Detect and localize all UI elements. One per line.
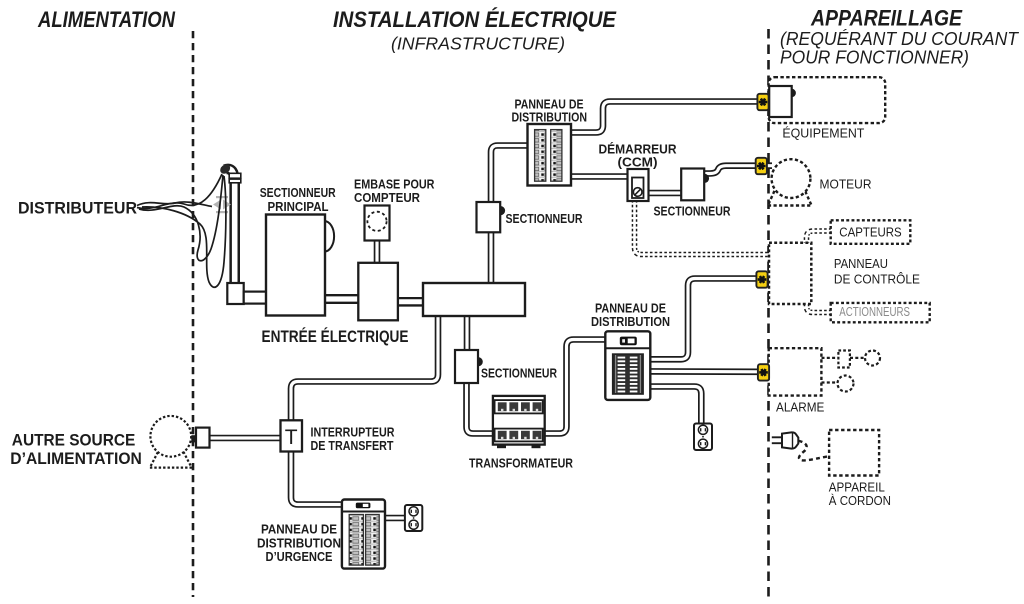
svg-text:D’ALIMENTATION: D’ALIMENTATION: [10, 449, 142, 468]
svg-text:COMPTEUR: COMPTEUR: [354, 190, 421, 205]
svg-text:INSTALLATION ÉLECTRIQUE: INSTALLATION ÉLECTRIQUE: [333, 7, 617, 32]
svg-text:DISTRIBUTION: DISTRIBUTION: [257, 536, 341, 551]
svg-text:DE CONTRÔLE: DE CONTRÔLE: [834, 272, 920, 287]
svg-text:TRANSFORMATEUR: TRANSFORMATEUR: [469, 456, 574, 471]
svg-text:ÉQUIPEMENT: ÉQUIPEMENT: [782, 126, 864, 141]
svg-text:PANNEAU DE: PANNEAU DE: [515, 98, 584, 112]
svg-text:(CCM): (CCM): [618, 155, 658, 170]
svg-text:DISTRIBUTEUR: DISTRIBUTEUR: [18, 200, 137, 218]
svg-text:ENTRÉE ÉLECTRIQUE: ENTRÉE ÉLECTRIQUE: [262, 327, 409, 346]
svg-text:DE TRANSFERT: DE TRANSFERT: [311, 438, 394, 453]
svg-text:EMBASE POUR: EMBASE POUR: [354, 177, 435, 192]
svg-text:DÉMARREUR: DÉMARREUR: [599, 142, 678, 157]
svg-text:ALARME: ALARME: [776, 400, 825, 415]
svg-text:SECTIONNEUR: SECTIONNEUR: [654, 204, 731, 219]
svg-text:SECTIONNEUR: SECTIONNEUR: [260, 185, 336, 200]
svg-text:PANNEAU DE: PANNEAU DE: [261, 522, 337, 537]
svg-text:INTERRUPTEUR: INTERRUPTEUR: [311, 425, 395, 440]
svg-text:POUR FONCTIONNER): POUR FONCTIONNER): [780, 48, 969, 68]
svg-text:SECTIONNEUR: SECTIONNEUR: [506, 211, 583, 226]
svg-text:PANNEAU DE: PANNEAU DE: [595, 301, 666, 316]
svg-text:DISTRIBUTION: DISTRIBUTION: [512, 111, 588, 125]
svg-text:D’URGENCE: D’URGENCE: [266, 549, 333, 564]
svg-text:DISTRIBUTION: DISTRIBUTION: [591, 314, 670, 329]
svg-text:AUTRE SOURCE: AUTRE SOURCE: [12, 431, 136, 450]
svg-text:(INFRASTRUCTURE): (INFRASTRUCTURE): [391, 34, 565, 54]
svg-text:CAPTEURS: CAPTEURS: [839, 225, 902, 240]
svg-text:À CORDON: À CORDON: [829, 493, 891, 508]
svg-text:APPAREIL: APPAREIL: [829, 480, 885, 495]
svg-text:(REQUÉRANT DU COURANT: (REQUÉRANT DU COURANT: [780, 29, 1020, 49]
svg-text:T: T: [285, 426, 298, 449]
svg-text:APPAREILLAGE: APPAREILLAGE: [810, 6, 963, 31]
svg-text:MOTEUR: MOTEUR: [820, 177, 872, 192]
svg-text:ACTIONNEURS: ACTIONNEURS: [839, 305, 910, 319]
svg-text:PRINCIPAL: PRINCIPAL: [268, 199, 329, 214]
svg-text:PANNEAU: PANNEAU: [834, 256, 888, 271]
svg-text:ALIMENTATION: ALIMENTATION: [37, 7, 176, 32]
svg-text:SECTIONNEUR: SECTIONNEUR: [481, 366, 557, 381]
